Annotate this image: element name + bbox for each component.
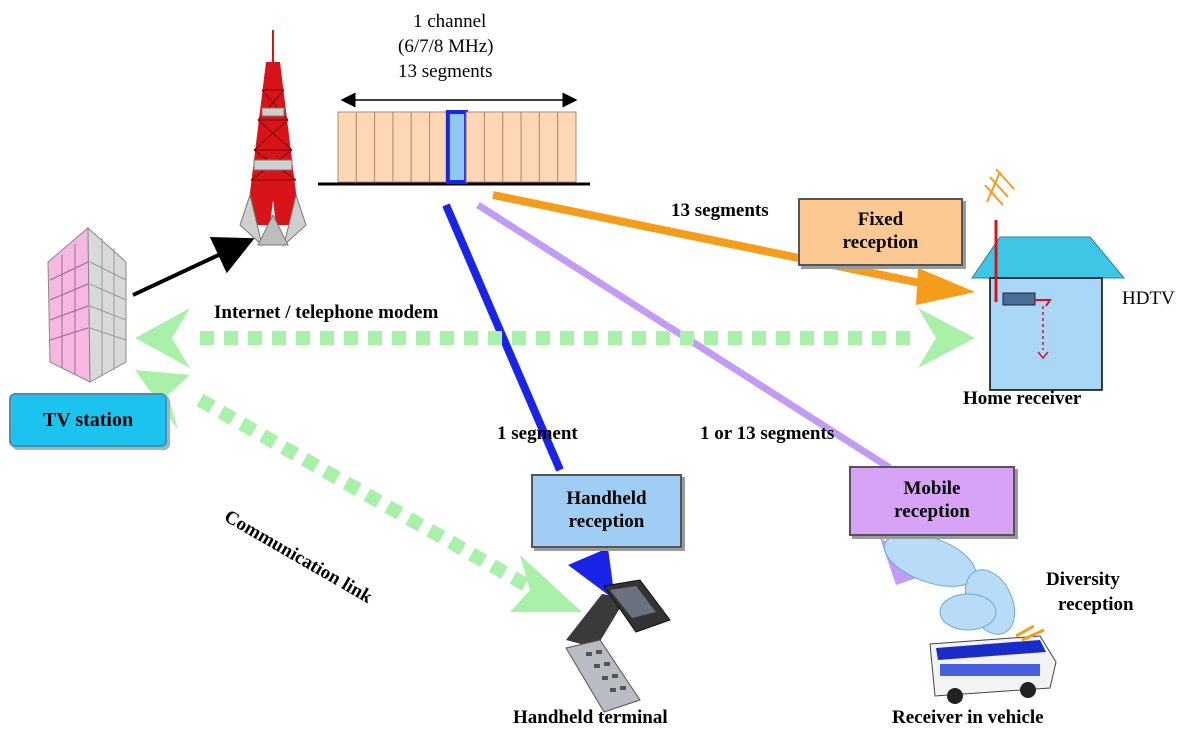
- channel-segments: [337, 110, 577, 184]
- uplink-arrow: [132, 237, 255, 297]
- home-receiver-label: Home receiver: [963, 388, 1082, 409]
- one-segment-label: 1 segment: [497, 423, 578, 444]
- channel-segment: [374, 111, 394, 183]
- mobile-reception-line1: Mobile: [903, 478, 961, 500]
- home-receiver-house-icon: [971, 168, 1126, 391]
- fixed-reception-line1: Fixed: [857, 209, 904, 231]
- channel-segment: [392, 111, 412, 183]
- channel-segment: [337, 111, 357, 183]
- handheld-reception-line1: Handheld: [566, 488, 647, 510]
- channel-segment: [410, 111, 431, 183]
- channel-segment: [502, 111, 522, 183]
- communication-link: [135, 370, 582, 612]
- channel-segment: [557, 111, 577, 183]
- handheld-reception-arrow: [442, 203, 615, 600]
- channel-segment: [429, 111, 449, 183]
- mobile-reception-box: Mobile reception: [849, 466, 1015, 536]
- channel-segment: [355, 111, 376, 183]
- mobile-reception-line2: reception: [894, 501, 970, 522]
- broadcast-tower-icon: [239, 30, 307, 247]
- handheld-terminal-label: Handheld terminal: [513, 707, 668, 728]
- receiver-in-vehicle-label: Receiver in vehicle: [892, 707, 1044, 728]
- fixed-reception-arrow: [492, 191, 975, 305]
- channel-segment: [520, 111, 540, 183]
- one-or-thirteen-label: 1 or 13 segments: [700, 423, 835, 444]
- vehicle-bus-icon: [929, 624, 1057, 704]
- channel-bandwidth: (6/7/8 MHz): [398, 36, 494, 57]
- diversity-label-line1: Diversity: [1046, 569, 1120, 590]
- fixed-reception-line2: reception: [842, 232, 919, 253]
- tv-station-label-box: TV station: [9, 393, 167, 447]
- fixed-segments-label: 13 segments: [671, 200, 769, 221]
- diversity-label-line2: reception: [1058, 594, 1134, 615]
- internet-modem-link: [135, 308, 975, 368]
- handheld-reception-line2: reception: [568, 511, 645, 532]
- handheld-phone-icon: [565, 579, 671, 713]
- fixed-reception-box: Fixed reception: [798, 198, 963, 266]
- channel-segment: [465, 111, 485, 183]
- channel-segment: [538, 111, 559, 183]
- highlighted-segment: [445, 110, 469, 184]
- tv-station-building-icon: [47, 226, 127, 383]
- tv-station-label: TV station: [42, 408, 134, 431]
- channel-segment: [483, 111, 504, 183]
- internet-modem-label: Internet / telephone modem: [214, 302, 439, 323]
- hdtv-label: HDTV: [1122, 288, 1175, 309]
- channel-segments-label: 13 segments: [398, 61, 493, 82]
- channel-title: 1 channel: [413, 11, 487, 32]
- diversity-antenna-pattern-icon: [883, 533, 1016, 635]
- handheld-reception-box: Handheld reception: [531, 474, 682, 548]
